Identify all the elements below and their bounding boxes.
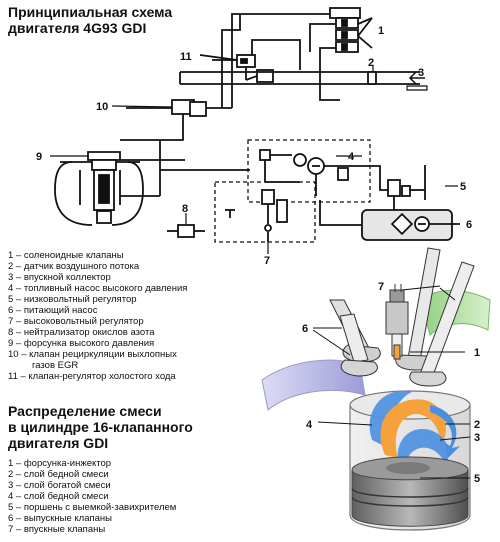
regulator-box bbox=[214, 181, 316, 243]
intake-manifold bbox=[179, 71, 428, 91]
legend-item: 4 – топливный насос высокого давления bbox=[8, 283, 188, 294]
injector-head bbox=[54, 151, 144, 226]
distribution-title-line3: двигателя GDI bbox=[8, 435, 109, 451]
legend-item: 7 – высоковольтный регулятор bbox=[8, 316, 144, 327]
distribution-title: Распределение смеси в цилиндре 16-клапан… bbox=[8, 403, 193, 451]
distribution-legend: 1 – форсунка-инжектор 2 – слой бедной см… bbox=[8, 458, 176, 535]
cyl-callout-6: 6 bbox=[302, 323, 308, 335]
legend-item: 7 – впускные клапаны bbox=[8, 524, 106, 535]
callout-6: 6 bbox=[466, 219, 472, 231]
cyl-callout-2: 2 bbox=[474, 419, 480, 431]
fuel-injector bbox=[385, 284, 409, 360]
legend-item: 3 – впускной коллектор bbox=[8, 272, 111, 283]
schema-title: Принципиальная схема двигателя 4G93 GDI bbox=[8, 4, 172, 36]
legend-item: 1 – соленоидные клапаны bbox=[8, 250, 124, 261]
high-voltage-regulator bbox=[225, 189, 288, 242]
callout-7: 7 bbox=[264, 255, 270, 267]
cyl-callout-3: 3 bbox=[474, 432, 480, 444]
fuel-pump-box bbox=[247, 139, 371, 203]
cyl-callout-1: 1 bbox=[474, 347, 480, 359]
callout-9: 9 bbox=[36, 151, 42, 163]
legend-item: 4 – слой бедной смеси bbox=[8, 491, 109, 502]
high-pressure-pump bbox=[259, 149, 360, 196]
callout-1: 1 bbox=[378, 25, 384, 37]
legend-item: газов EGR bbox=[32, 360, 79, 371]
legend-item: 6 – выпускные клапаны bbox=[8, 513, 113, 524]
callout-3: 3 bbox=[418, 67, 424, 79]
intake-valves bbox=[395, 247, 475, 387]
piston bbox=[351, 456, 469, 527]
distribution-title-line2: в цилиндре 16-клапанного bbox=[8, 419, 193, 435]
legend-item: 1 – форсунка-инжектор bbox=[8, 458, 112, 469]
schema-title-line2: двигателя 4G93 GDI bbox=[8, 20, 147, 36]
legend-item: 5 – поршень с выемкой-завихрителем bbox=[8, 502, 177, 513]
legend-item: 2 – слой бедной смеси bbox=[8, 469, 109, 480]
schema-legend: 1 – соленоидные клапаны 2 – датчик возду… bbox=[8, 250, 187, 382]
egr-valve bbox=[120, 99, 207, 141]
lean-layer-right bbox=[397, 429, 449, 470]
legend-item: 10 – клапан рециркуляции выхлопных bbox=[8, 349, 177, 360]
legend-item: 6 – питающий насос bbox=[8, 305, 98, 316]
legend-item: 2 – датчик воздушного потока bbox=[8, 261, 140, 272]
swirl-arrow bbox=[430, 405, 460, 458]
cyl-callout-4: 4 bbox=[306, 419, 313, 431]
legend-item: 8 – нейтрализатор окислов азота bbox=[8, 327, 155, 338]
exhaust-valves bbox=[329, 299, 381, 377]
fuel-tank bbox=[319, 200, 460, 241]
callout-11: 11 bbox=[180, 51, 192, 63]
cyl-callout-7: 7 bbox=[378, 281, 384, 293]
legend-item: 9 – форсунка высокого давления bbox=[8, 338, 155, 349]
cyl-callout-5: 5 bbox=[474, 473, 480, 485]
intake-port bbox=[261, 359, 366, 411]
low-voltage-regulator bbox=[360, 165, 426, 212]
solenoid-valves bbox=[329, 7, 373, 53]
schema-title-line1: Принципиальная схема bbox=[8, 4, 173, 20]
legend-item: 3 – слой богатой смеси bbox=[8, 480, 111, 491]
callout-2: 2 bbox=[368, 57, 374, 69]
nox-catalyst bbox=[167, 224, 205, 238]
callout-5: 5 bbox=[460, 181, 466, 193]
legend-item: 11 – клапан-регулятор холостого хода bbox=[8, 371, 176, 382]
legend-item: 5 – низковольтный регулятор bbox=[8, 294, 137, 305]
callout-4: 4 bbox=[348, 151, 355, 163]
callout-8: 8 bbox=[182, 203, 188, 215]
distribution-title-line1: Распределение смеси bbox=[8, 403, 162, 419]
callout-10: 10 bbox=[96, 101, 108, 113]
rich-layer bbox=[380, 399, 446, 458]
